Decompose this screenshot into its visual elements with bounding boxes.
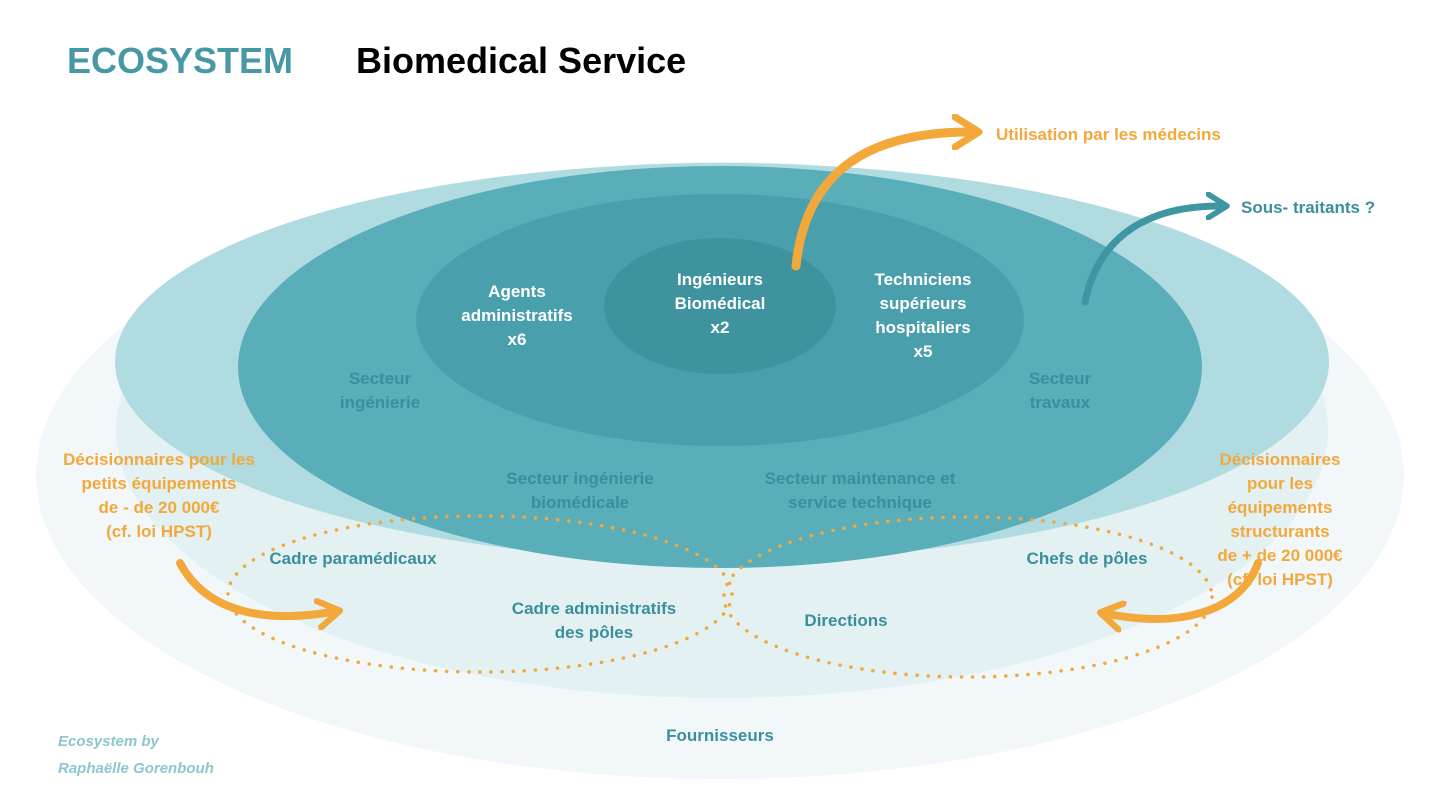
arrow-decision-right: [1108, 559, 1262, 619]
arrow-sous-traitants: [1081, 206, 1220, 306]
label-techniciens: Techniciens supérieurs hospitaliers x5: [874, 270, 972, 361]
dotted-ellipse-right: [722, 515, 1214, 679]
label-ingenieurs: Ingénieurs Biomédical x2: [674, 270, 766, 337]
label-sous-traitants: Sous- traitants ?: [1241, 198, 1376, 217]
arrow-decision-left: [176, 559, 332, 616]
label-secteur-ingenierie: Secteur ingénierie: [339, 369, 421, 412]
label-decision-left: Décisionnaires pour les petits équipemen…: [63, 450, 255, 541]
label-secteur-maintenance: Secteur maintenance et service technique: [764, 469, 956, 512]
header-tag: ECOSYSTEM: [67, 40, 294, 81]
label-agents: Agents administratifs x6: [461, 282, 573, 349]
label-directions: Directions: [804, 611, 888, 630]
label-chefs-de-poles: Chefs de pôles: [1026, 549, 1148, 568]
dotted-ellipse-left: [226, 514, 734, 674]
ring-center: [604, 238, 836, 374]
credit-text: Ecosystem by Raphaëlle Gorenbouh: [58, 733, 214, 777]
arrow-utilisation: [791, 132, 970, 271]
page-title: Biomedical Service: [356, 40, 687, 81]
label-utilisation: Utilisation par les médecins: [996, 125, 1221, 144]
label-secteur-biomedicale: Secteur ingénierie biomédicale: [506, 469, 654, 512]
label-cadre-paramedicaux: Cadre paramédicaux: [269, 549, 437, 568]
label-secteur-travaux: Secteur travaux: [1028, 369, 1092, 412]
label-decision-right: Décisionnaires pour les équipements stru…: [1217, 450, 1343, 589]
label-fournisseurs: Fournisseurs: [666, 726, 774, 745]
label-cadre-administratifs: Cadre administratifs des pôles: [511, 599, 677, 642]
